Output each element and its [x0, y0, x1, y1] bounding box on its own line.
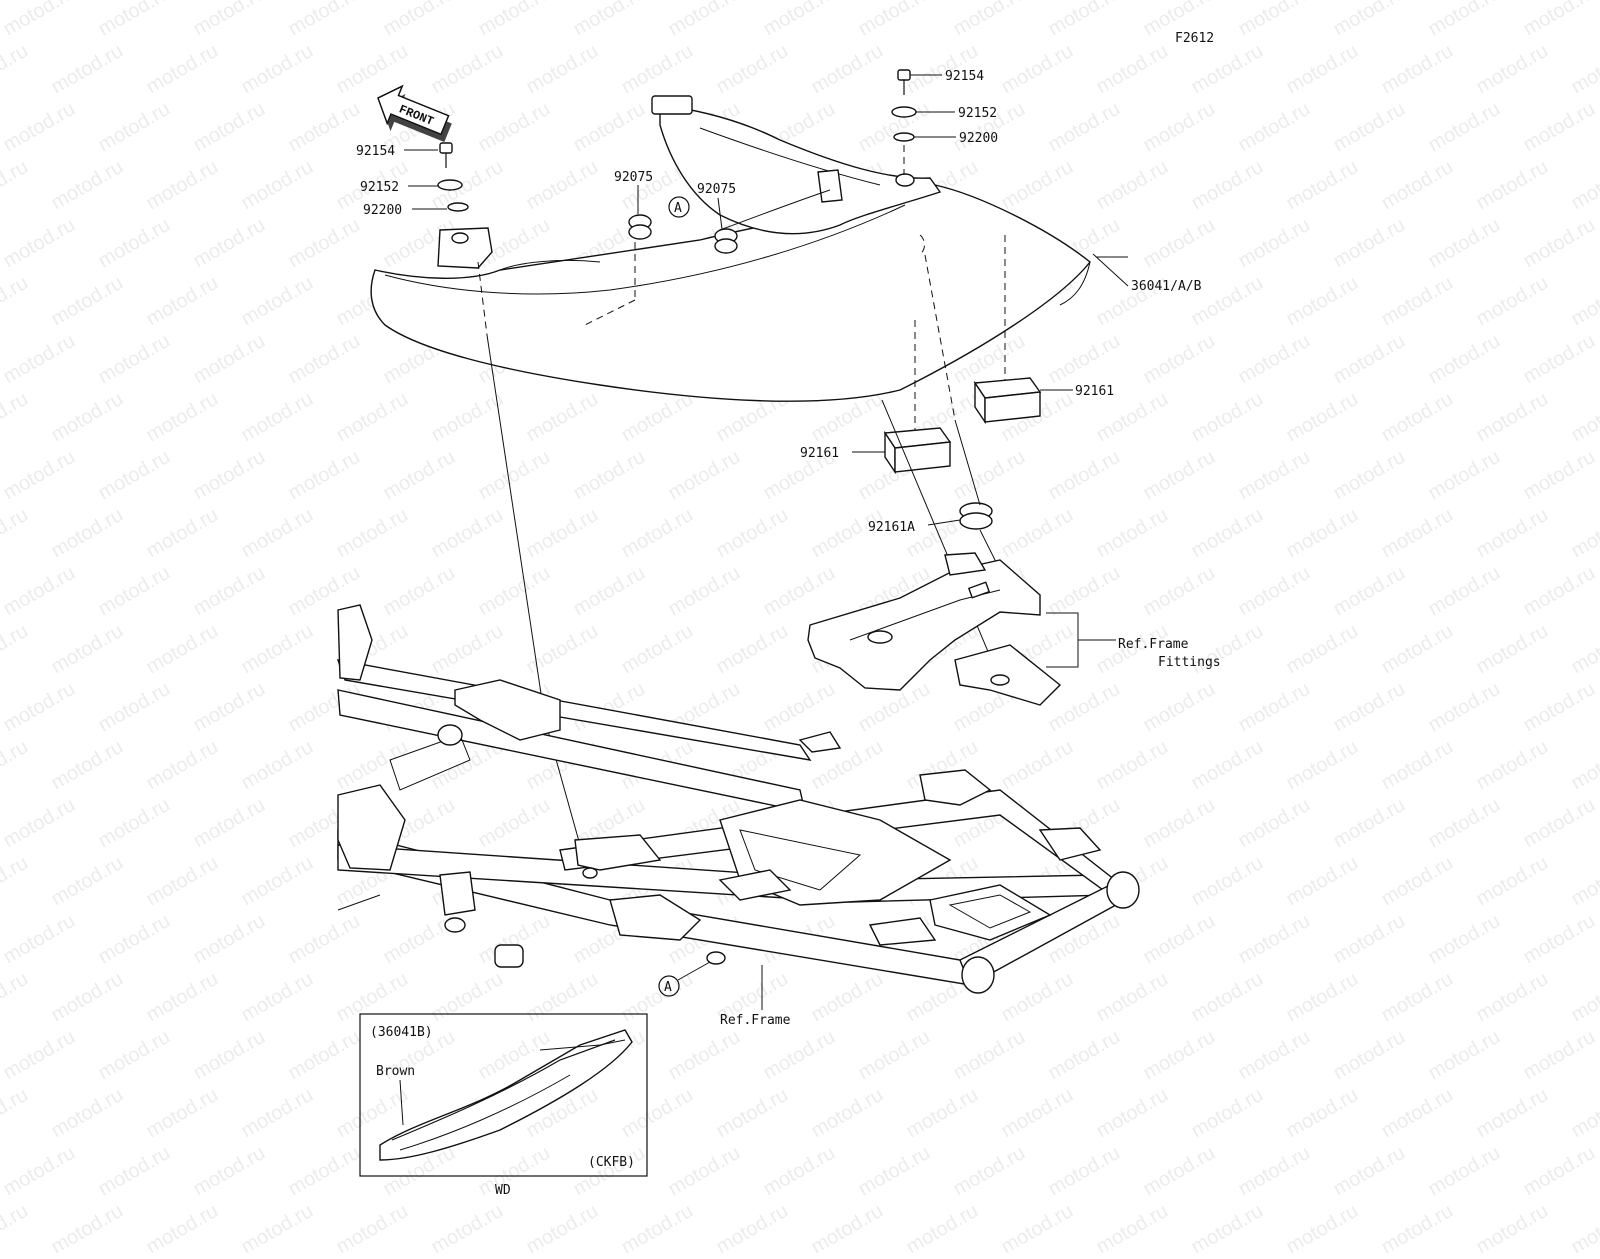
washer-right-part [891, 106, 917, 118]
watermark-text: motod.ru [1567, 1199, 1600, 1259]
callout-washer-right: 92152 [958, 106, 997, 121]
seat-cover-part [370, 95, 1091, 402]
grommet-lower-part [959, 502, 993, 530]
ref-a-bottom: A [664, 980, 672, 995]
callout-pad-lower: 92161 [800, 446, 839, 461]
frame-part [336, 604, 1140, 994]
watermark-text: motod.ru [237, 1199, 317, 1259]
frame-fittings-part [807, 552, 1062, 706]
callout-bolt-right: 92154 [945, 69, 984, 84]
watermark-text: motod.ru [997, 1199, 1077, 1259]
watermark-text: motod.ru [332, 1199, 412, 1259]
watermark-text: motod.ru [712, 1199, 792, 1259]
front-arrow-icon: FRONT [377, 84, 452, 143]
inset-box: (36041B) Brown (CKFB) [359, 1013, 648, 1177]
bolt-right-part [897, 69, 911, 95]
watermark-text: motod.ru [522, 1199, 602, 1259]
callout-frame-fittings-line1: Ref.Frame [1118, 637, 1189, 652]
callout-grommet-left: 92075 [614, 170, 653, 185]
grommet-right-part [714, 228, 738, 254]
watermark-text: motod.ru [47, 1199, 127, 1259]
inset-cover-part [379, 1029, 633, 1161]
washer-left-part [437, 179, 463, 191]
ref-a-top: A [674, 201, 682, 216]
watermark-text: motod.ru [1187, 1199, 1267, 1259]
pad-upper-part [973, 377, 1042, 425]
callout-grommet-lower: 92161A [868, 520, 915, 535]
inset-caption: WD [495, 1183, 511, 1198]
watermark-text: motod.ru [807, 1199, 887, 1259]
callout-pad-upper: 92161 [1075, 384, 1114, 399]
figure-code: F2612 [1175, 31, 1214, 46]
collar-left-part [447, 202, 469, 212]
callout-cover: 36041/A/B [1131, 279, 1202, 294]
watermark-text: motod.ru [427, 1199, 507, 1259]
callout-collar-left: 92200 [363, 203, 402, 218]
callout-collar-right: 92200 [959, 131, 998, 146]
watermark-text: motod.ru [1377, 1199, 1457, 1259]
watermark-text: motod.ru [1472, 1199, 1552, 1259]
callout-washer-left: 92152 [360, 180, 399, 195]
watermark-text: motod.ru [0, 1199, 32, 1259]
watermark-text: motod.ru [1092, 1199, 1172, 1259]
inset-variant-code: (CKFB) [588, 1155, 635, 1170]
pad-lower-part [883, 427, 952, 475]
watermark-text: motod.ru [1282, 1199, 1362, 1259]
callout-grommet-right: 92075 [697, 182, 736, 197]
inset-color-label: Brown [376, 1064, 415, 1079]
watermark-text: motod.ru [902, 1199, 982, 1259]
inset-part-no: (36041B) [370, 1025, 433, 1040]
watermark-text: motod.ru [617, 1199, 697, 1259]
callout-frame-fittings-line2: Fittings [1158, 655, 1221, 670]
callout-bolt-left: 92154 [356, 144, 395, 159]
parts-diagram: F2612 FRONT 92154 92152 92200 [336, 31, 1221, 1198]
callout-frame: Ref.Frame [720, 1013, 791, 1028]
bolt-left-part [439, 142, 453, 168]
collar-right-part [893, 132, 915, 142]
watermark-text: motod.ru [142, 1199, 222, 1259]
grommet-left-part [628, 214, 652, 240]
